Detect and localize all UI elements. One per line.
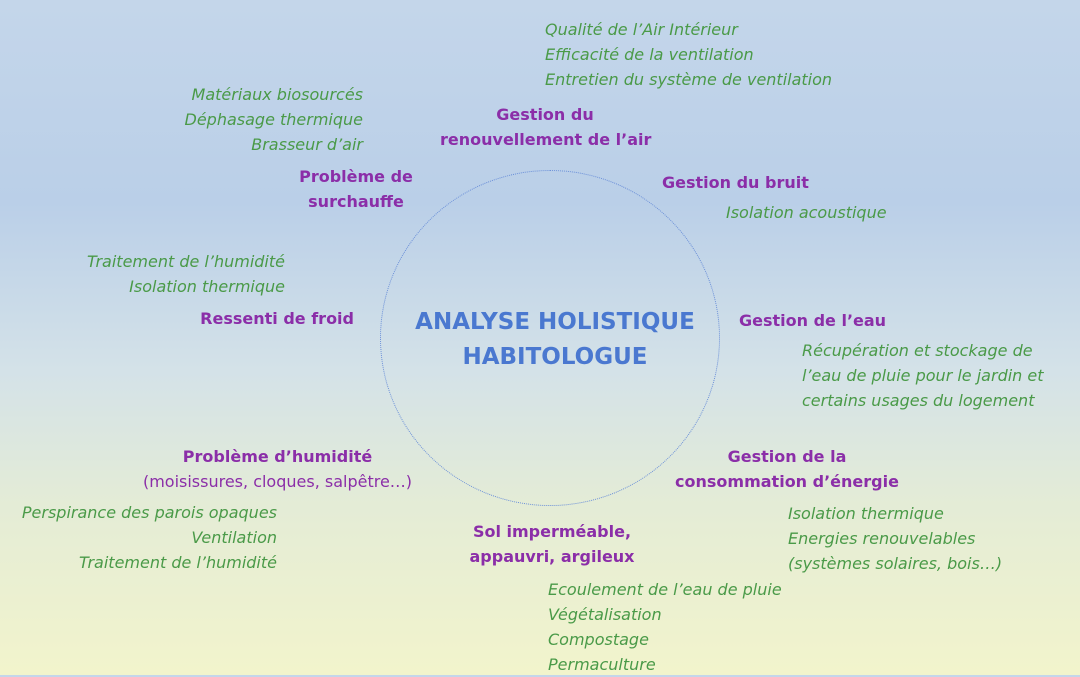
air-solution-2: Efficacité de la ventilation bbox=[545, 45, 754, 64]
air-topic-line-1: Gestion du bbox=[496, 105, 594, 124]
bruit-topic-line-1: Gestion du bruit bbox=[662, 173, 809, 192]
surchauffe-solution-3: Brasseur d’air bbox=[251, 135, 363, 154]
energie-solutions: Isolation thermique Energies renouvelabl… bbox=[788, 501, 1002, 576]
surchauffe-solutions: Matériaux biosourcés Déphasage thermique… bbox=[160, 82, 364, 157]
central-circle bbox=[380, 170, 720, 506]
humidite-topic-sub: (moisissures, cloques, salpêtre…) bbox=[142, 472, 413, 491]
sol-topic-line-1: Sol imperméable, bbox=[472, 522, 632, 541]
central-title-line-1: ANALYSE HOLISTIQUE bbox=[415, 309, 695, 335]
energie-solution-2: Energies renouvelables bbox=[788, 529, 976, 548]
humidite-solution-2: Ventilation bbox=[191, 528, 277, 547]
humidite-solution-3: Traitement de l’humidité bbox=[78, 553, 277, 572]
air-solution-3: Entretien du système de ventilation bbox=[545, 70, 833, 89]
sol-topic-line-2: appauvri, argileux bbox=[469, 547, 635, 566]
eau-topic: Gestion de l’eau bbox=[739, 308, 886, 333]
humidite-topic: Problème d’humidité (moisissures, cloque… bbox=[130, 444, 425, 494]
sol-solution-1: Ecoulement de l’eau de pluie bbox=[548, 580, 782, 599]
sol-topic: Sol imperméable, appauvri, argileux bbox=[462, 519, 642, 569]
eau-solution-3: certains usages du logement bbox=[802, 391, 1035, 410]
central-title: ANALYSE HOLISTIQUE HABITOLOGUE bbox=[400, 305, 710, 375]
surchauffe-topic-line-1: Problème de bbox=[299, 167, 413, 186]
eau-topic-line-1: Gestion de l’eau bbox=[739, 311, 887, 330]
bruit-topic: Gestion du bruit bbox=[662, 170, 809, 195]
air-topic-line-2: renouvellement de l’air bbox=[440, 130, 652, 149]
surchauffe-topic: Problème de surchauffe bbox=[296, 164, 416, 214]
bruit-solution-1: Isolation acoustique bbox=[726, 203, 887, 222]
air-topic: Gestion du renouvellement de l’air bbox=[440, 102, 652, 152]
humidite-topic-line-1: Problème d’humidité bbox=[182, 447, 373, 466]
froid-solutions: Traitement de l’humidité Isolation therm… bbox=[70, 249, 285, 299]
humidite-solutions: Perspirance des parois opaques Ventilati… bbox=[5, 500, 277, 575]
air-solutions: Qualité de l’Air Intérieur Efficacité de… bbox=[545, 17, 832, 92]
froid-topic-line-1: Ressenti de froid bbox=[200, 309, 354, 328]
humidite-solution-1: Perspirance des parois opaques bbox=[21, 503, 277, 522]
froid-solution-1: Traitement de l’humidité bbox=[86, 252, 285, 271]
energie-topic-line-1: Gestion de la bbox=[727, 447, 847, 466]
energie-solution-1: Isolation thermique bbox=[788, 504, 944, 523]
eau-solutions: Récupération et stockage de l’eau de plu… bbox=[802, 338, 1044, 413]
energie-solution-3: (systèmes solaires, bois…) bbox=[788, 554, 1003, 573]
surchauffe-topic-line-2: surchauffe bbox=[308, 192, 404, 211]
eau-solution-2: l’eau de pluie pour le jardin et bbox=[802, 366, 1044, 385]
central-title-line-2: HABITOLOGUE bbox=[462, 344, 648, 370]
air-solution-1: Qualité de l’Air Intérieur bbox=[545, 20, 738, 39]
surchauffe-solution-1: Matériaux biosourcés bbox=[191, 85, 363, 104]
bruit-solutions: Isolation acoustique bbox=[726, 200, 887, 225]
sol-solutions: Ecoulement de l’eau de pluie Végétalisat… bbox=[548, 577, 782, 677]
froid-solution-2: Isolation thermique bbox=[129, 277, 285, 296]
froid-topic: Ressenti de froid bbox=[180, 306, 354, 331]
surchauffe-solution-2: Déphasage thermique bbox=[184, 110, 364, 129]
eau-solution-1: Récupération et stockage de bbox=[802, 341, 1033, 360]
sol-solution-4: Permaculture bbox=[548, 655, 656, 674]
sol-solution-3: Compostage bbox=[548, 630, 649, 649]
energie-topic: Gestion de la consommation d’énergie bbox=[672, 444, 902, 494]
sol-solution-2: Végétalisation bbox=[548, 605, 662, 624]
energie-topic-line-2: consommation d’énergie bbox=[675, 472, 899, 491]
